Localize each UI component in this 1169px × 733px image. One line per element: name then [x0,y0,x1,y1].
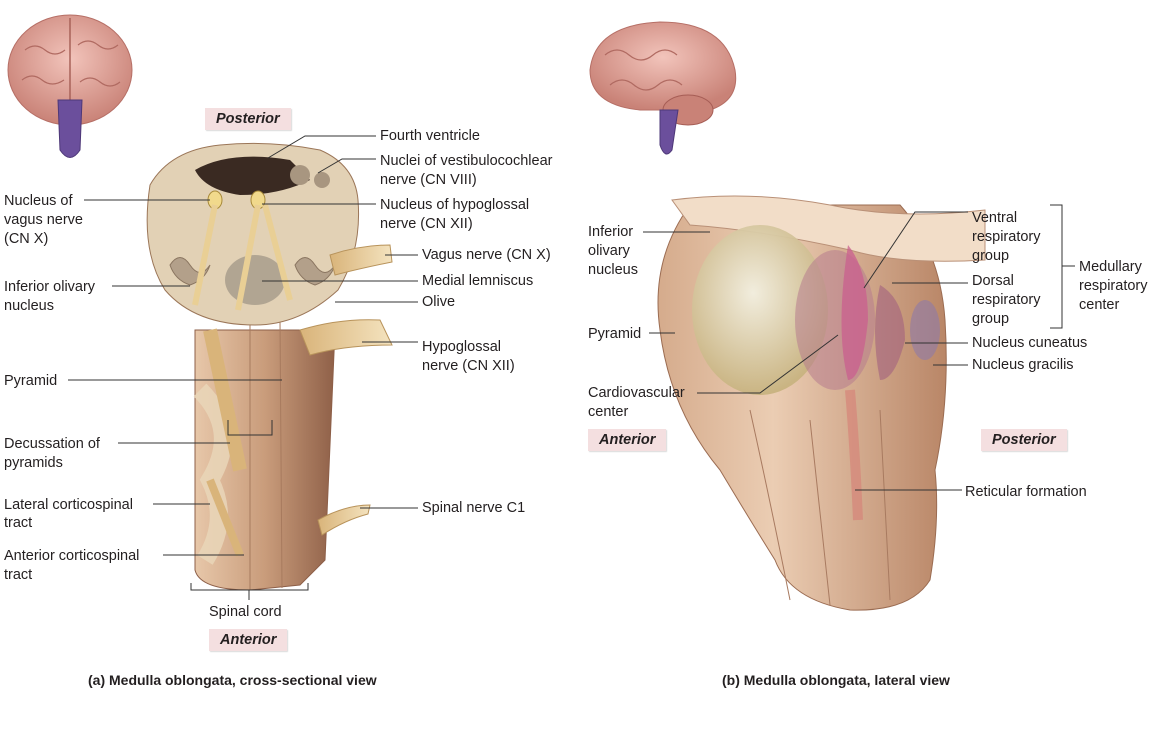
posterior-tag-b: Posterior [981,429,1067,451]
brain-icon-anterior [7,14,133,158]
label-ventral-respiratory-line2: respiratory [972,229,1041,245]
label-dorsal-respiratory-line2: respiratory [972,292,1041,308]
label-reticular-formation: Reticular formation [965,484,1087,500]
label-decussation-line1: Decussation of [4,436,100,452]
label-inferior-olivary-b-line3: nucleus [588,262,638,278]
medulla-cross-section [146,142,360,591]
label-pyramid-b: Pyramid [588,326,642,342]
label-pyramid-a: Pyramid [4,373,58,389]
label-inferior-olivary-b-line1: Inferior [588,224,634,240]
label-vestibulocochlear-line2: nerve (CN VIII) [380,172,477,188]
label-spinal-cord: Spinal cord [209,604,282,620]
caption-panel-b: (b) Medulla oblongata, lateral view [722,672,950,688]
label-inferior-olivary-a-line2: nucleus [4,298,54,314]
brain-icon-lateral [589,21,737,155]
label-hypoglossal-nerve-line1: Hypoglossal [422,339,501,355]
label-anterior-corticospinal-line2: tract [4,567,33,583]
posterior-tag-a: Posterior [205,108,291,130]
label-dorsal-respiratory-line3: group [972,311,1010,327]
panel-a-leader-lines [68,135,418,600]
panel-b-leader-lines [643,204,1075,491]
caption-panel-a: (a) Medulla oblongata, cross-sectional v… [88,672,377,688]
label-decussation-line2: pyramids [4,455,63,471]
label-vestibulocochlear-line1: Nuclei of vestibulocochlear [380,153,553,169]
label-medial-lemniscus: Medial lemniscus [422,273,534,289]
label-cardiovascular-line2: center [588,404,629,420]
label-nucleus-gracilis: Nucleus gracilis [972,357,1074,373]
medulla-lateral-view [657,195,986,611]
anterior-tag-b: Anterior [588,429,667,451]
label-lateral-corticospinal-line1: Lateral corticospinal [4,497,133,513]
label-ventral-respiratory-line3: group [972,248,1010,264]
label-anterior-corticospinal-line1: Anterior corticospinal [4,548,140,564]
vagus-nerve-root [329,244,393,276]
label-inferior-olivary-b-line2: olivary [588,243,630,259]
label-olive: Olive [422,294,456,310]
anterior-tag-a: Anterior [209,629,288,651]
label-dorsal-respiratory-line1: Dorsal [972,273,1014,289]
label-vagus-nucleus-line1: Nucleus of [4,193,73,209]
hypoglossal-nerve-root [299,319,393,356]
label-hypoglossal-nucleus-line2: nerve (CN XII) [380,216,473,232]
label-fourth-ventricle: Fourth ventricle [380,128,480,144]
label-nucleus-cuneatus: Nucleus cuneatus [972,335,1088,351]
label-inferior-olivary-a-line1: Inferior olivary [4,279,96,295]
label-medullary-center-line1: Medullary [1079,259,1142,275]
label-hypoglossal-nerve-line2: nerve (CN XII) [422,358,515,374]
label-vagus-nucleus-line3: (CN X) [4,231,49,247]
label-hypoglossal-nucleus-line1: Nucleus of hypoglossal [380,197,530,213]
label-spinal-nerve-c1: Spinal nerve C1 [422,500,526,516]
spinal-nerve-c1-root [317,504,371,536]
label-medullary-center-line2: respiratory [1079,278,1148,294]
label-cardiovascular-line1: Cardiovascular [588,385,685,401]
label-lateral-corticospinal-line2: tract [4,515,33,531]
label-vagus-nerve: Vagus nerve (CN X) [422,247,551,263]
label-medullary-center-line3: center [1079,297,1120,313]
label-vagus-nucleus-line2: vagus nerve [4,212,83,228]
label-ventral-respiratory-line1: Ventral [972,210,1018,226]
